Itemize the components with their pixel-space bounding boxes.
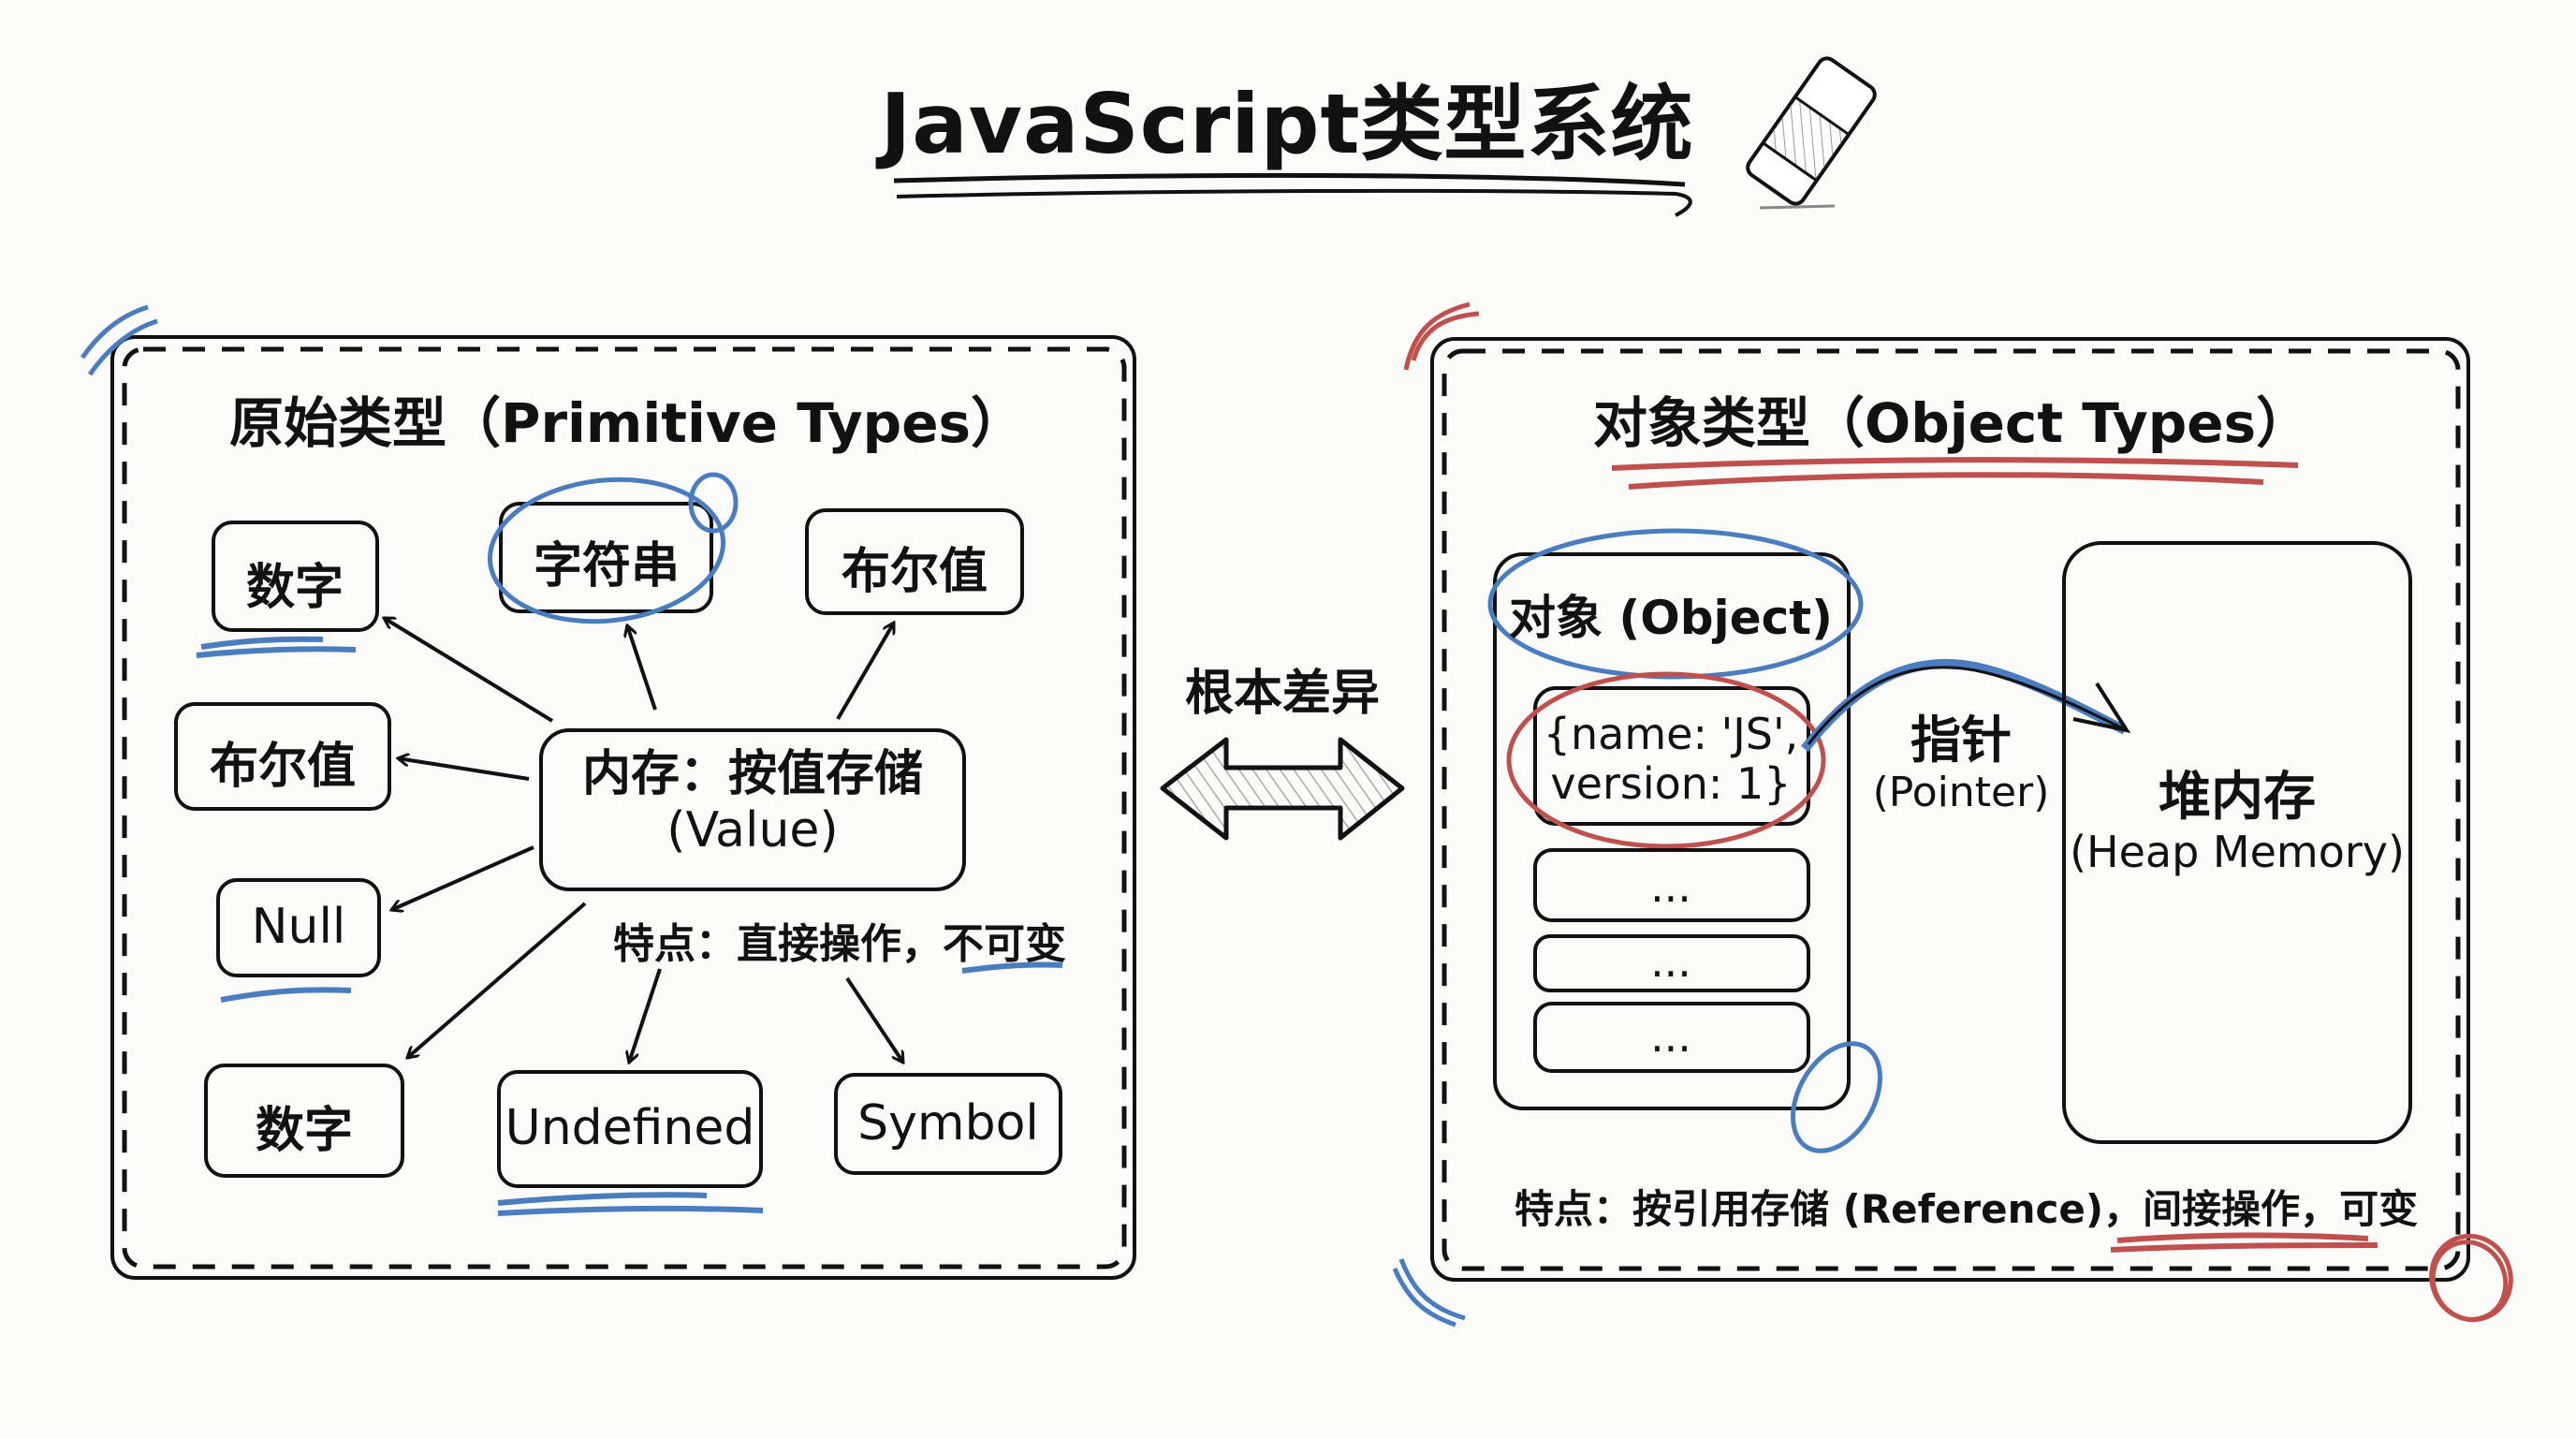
slot-box bbox=[1533, 934, 1810, 992]
red-corner-accent bbox=[1403, 301, 1480, 371]
slot-label: ... bbox=[1650, 861, 1691, 912]
node-undefined: Undefined bbox=[505, 1100, 755, 1156]
blue-underlines bbox=[196, 636, 1063, 1216]
node-string: 字符串 bbox=[533, 538, 681, 594]
object-literal: {name: 'JS', version: 1} bbox=[1544, 710, 1799, 809]
object-panel-frame bbox=[1430, 337, 2470, 1282]
node-boolean-2: 布尔值 bbox=[209, 739, 357, 795]
pointer-label: 指针 (Pointer) bbox=[1872, 711, 2050, 817]
node-box-number-1 bbox=[212, 521, 379, 632]
object-stack-container bbox=[1493, 552, 1851, 1110]
primitive-panel-title: 原始类型（Primitive Types） bbox=[228, 391, 1026, 455]
node-box-boolean-1 bbox=[805, 508, 1024, 615]
hub-node: 内存：按值存储 (Value) bbox=[581, 746, 924, 859]
node-box-undefined bbox=[497, 1070, 763, 1188]
node-number-2: 数字 bbox=[255, 1103, 354, 1159]
node-boolean-1: 布尔值 bbox=[841, 544, 988, 600]
eraser-icon bbox=[1746, 56, 1877, 206]
center-label: 根本差异 bbox=[1184, 666, 1381, 722]
pointer-arrow bbox=[1801, 658, 2131, 753]
object-literal-line-2: version: 1} bbox=[1550, 757, 1792, 809]
double-arrow-icon bbox=[1160, 737, 1405, 841]
node-box-boolean-2 bbox=[174, 702, 391, 811]
hub-line-1: 内存：按值存储 bbox=[581, 746, 924, 802]
title-underline bbox=[893, 172, 1692, 217]
heap-line-1: 堆内存 bbox=[2159, 767, 2316, 828]
object-literal-line-1: {name: 'JS', bbox=[1543, 709, 1799, 759]
primitive-panel-frame bbox=[110, 335, 1136, 1280]
slot-label: ... bbox=[1650, 1011, 1691, 1062]
blue-corner-accent-bottom bbox=[1392, 1258, 1466, 1328]
pointer-line-1: 指针 bbox=[1910, 711, 2012, 770]
blue-circle-stack-corner bbox=[1791, 1041, 1882, 1153]
object-literal-box bbox=[1533, 686, 1810, 826]
page-title: JavaScript类型系统 bbox=[880, 76, 1694, 172]
blue-circle-highlight bbox=[487, 472, 739, 624]
object-note: 特点：按引用存储 (Reference)，间接操作，可变 bbox=[1515, 1186, 2419, 1232]
node-symbol: Symbol bbox=[857, 1095, 1039, 1152]
node-box-number-2 bbox=[204, 1064, 404, 1178]
stack-header: 对象 (Object) bbox=[1509, 591, 1833, 645]
red-circle-object-literal bbox=[1506, 671, 1826, 849]
heap-line-2: (Heap Memory) bbox=[2070, 827, 2405, 878]
slot-box bbox=[1533, 1002, 1810, 1073]
red-note-underline bbox=[2110, 1232, 2378, 1253]
node-number-1: 数字 bbox=[245, 560, 344, 616]
slot-box bbox=[1533, 848, 1810, 922]
node-box-hub bbox=[539, 728, 966, 891]
red-title-underline bbox=[1611, 457, 2299, 490]
hub-line-2: (Value) bbox=[666, 801, 839, 858]
slot-label: ... bbox=[1650, 936, 1691, 987]
primitive-note: 特点：直接操作，不可变 bbox=[613, 920, 1066, 968]
heap-label: 堆内存 (Heap Memory) bbox=[2070, 767, 2405, 878]
heap-memory-box bbox=[2062, 541, 2412, 1144]
object-panel-title: 对象类型（Object Types） bbox=[1592, 391, 2311, 455]
node-box-symbol bbox=[834, 1073, 1062, 1175]
blue-corner-accent bbox=[80, 304, 158, 376]
blue-circle-object-header bbox=[1487, 528, 1864, 680]
node-box-string bbox=[499, 502, 713, 613]
red-circle-corner bbox=[2429, 1233, 2513, 1323]
hub-arrows bbox=[384, 616, 905, 1063]
pointer-line-2: (Pointer) bbox=[1872, 769, 2050, 817]
node-null: Null bbox=[251, 899, 346, 955]
node-box-null bbox=[216, 878, 381, 977]
